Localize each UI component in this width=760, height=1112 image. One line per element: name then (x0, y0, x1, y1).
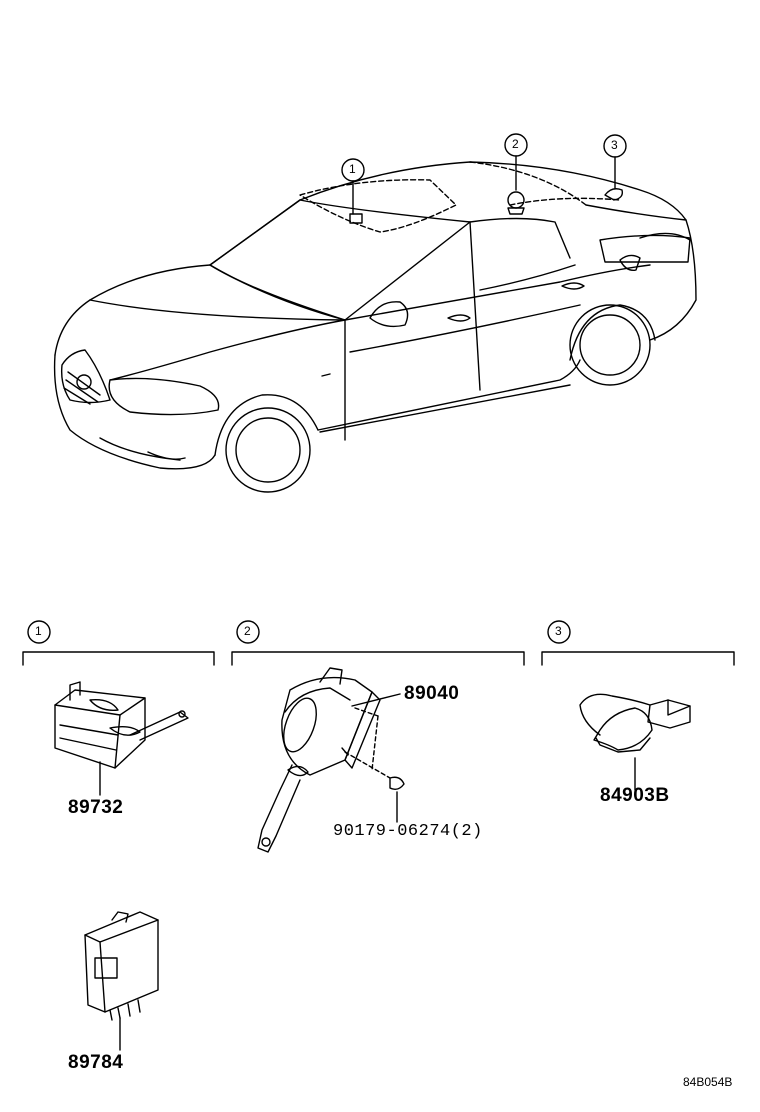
section-2-label: 2 (244, 624, 251, 638)
section-3-label: 3 (555, 624, 562, 638)
diagram-code: 84B054B (683, 1075, 733, 1089)
part-89732-drawing (54, 681, 189, 796)
part-number-90179-06274[interactable]: 90179-06274(2) (333, 822, 483, 841)
section-brackets (22, 620, 735, 666)
part-number-84903B[interactable]: 84903B (600, 785, 670, 806)
part-number-89784[interactable]: 89784 (68, 1052, 124, 1073)
callout-3-label: 3 (611, 138, 618, 152)
part-84903B-drawing (579, 693, 691, 791)
part-89040-drawing (257, 667, 405, 853)
part-number-89040[interactable]: 89040 (404, 683, 460, 704)
part-number-89732[interactable]: 89732 (68, 797, 124, 818)
car-callouts (341, 133, 627, 215)
callout-1-label: 1 (349, 162, 356, 176)
part-89784-drawing (84, 911, 159, 1051)
section-1-label: 1 (35, 624, 42, 638)
car-illustration (53, 161, 697, 493)
callout-2-label: 2 (512, 137, 519, 151)
